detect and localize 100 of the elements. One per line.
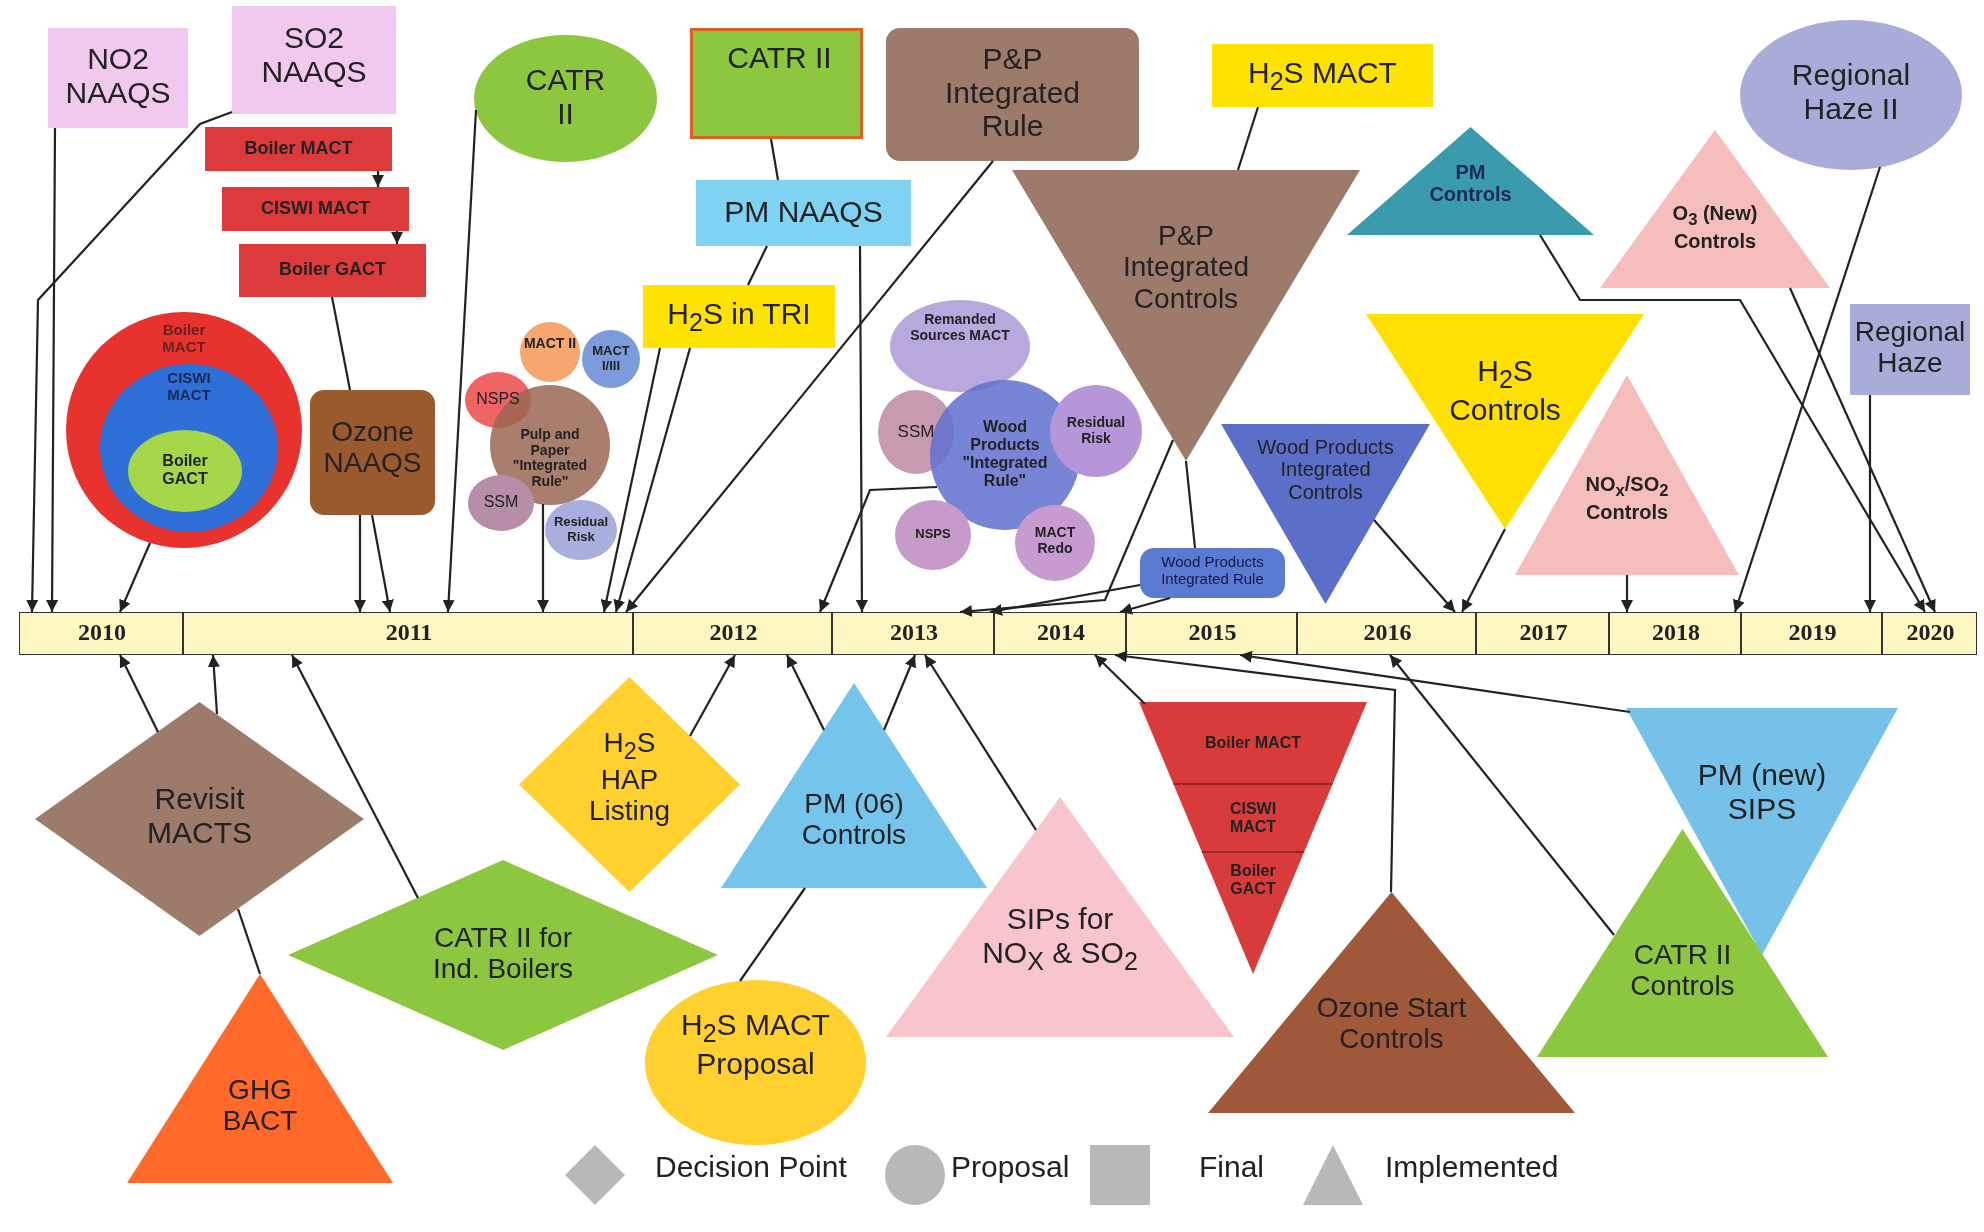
node-label: CATR II (726, 41, 833, 75)
final-box (643, 285, 835, 348)
arrow (391, 231, 403, 244)
year-label: 2011 (384, 619, 434, 646)
arrow (689, 654, 736, 737)
arrow (119, 542, 151, 613)
legend-text: Implemented (1385, 1150, 1559, 1184)
arrow (989, 583, 1141, 616)
node-label: P&P Integrated Rule (943, 42, 1082, 143)
final-box (1850, 304, 1970, 395)
node-label: PM NAAQS (723, 195, 884, 229)
arrow (1239, 650, 1631, 714)
node-label: Residual Risk (552, 515, 610, 545)
timeline-cell (183, 612, 633, 655)
node-label: CATR II for Ind. Boilers (431, 922, 575, 985)
overlapping-circle (895, 500, 971, 570)
node-label: SSM (896, 422, 936, 442)
node-label: MACT I/III (591, 344, 631, 374)
proposal-ellipse (645, 980, 866, 1145)
arrow (786, 654, 825, 731)
node-label: Pulp and Paper "Integrated Rule" (511, 427, 589, 490)
arrow (1461, 528, 1506, 613)
node-label: SSM (482, 493, 520, 511)
overlapping-circle (468, 475, 534, 531)
overlapping-circle (582, 330, 640, 388)
year-label: 2019 (1787, 619, 1838, 646)
legend-text: Proposal (951, 1150, 1070, 1184)
arrow (1621, 575, 1633, 612)
node-label: CISWI MACT (260, 198, 371, 219)
arrow (883, 654, 916, 731)
node-label: Boiler MACT (243, 138, 354, 159)
overlapping-circle (1050, 385, 1142, 477)
arrow (625, 160, 994, 613)
final-box (222, 187, 409, 231)
timeline-cell (1297, 612, 1476, 655)
node-label: Ozone NAAQS (322, 416, 423, 479)
node-label: O$_{3}$ (New) Controls (1671, 202, 1759, 253)
implemented-triangle (1208, 892, 1575, 1113)
arrow (537, 504, 549, 612)
arrow (291, 654, 419, 899)
year-label: 2018 (1651, 619, 1701, 646)
node-label: PM (new) SIPS (1696, 758, 1828, 826)
node-label: MACT Redo (1033, 525, 1077, 557)
timeline-cell (19, 612, 183, 655)
arrow (600, 347, 662, 613)
arrow (1864, 395, 1876, 612)
arrow (924, 654, 1037, 831)
node-label: CISWI MACT (166, 370, 212, 404)
node-label: H$_{2}$S MACT Proposal (680, 1008, 831, 1081)
arrow (819, 485, 938, 613)
arrow (1119, 596, 1171, 615)
node-label: Regional Haze II (1790, 58, 1912, 126)
node-label: Boiler GACT (278, 259, 387, 280)
arrow (1373, 519, 1456, 613)
node-label: Wood Products Integrated Controls (1256, 436, 1395, 504)
node-label: H$_{2}$S HAP Listing (588, 727, 671, 827)
overlapping-circle (890, 300, 1030, 392)
year-label: 2017 (1518, 619, 1569, 646)
node-label: PM (06) Controls (800, 788, 908, 851)
arrow (1733, 166, 1882, 613)
legend-text: Decision Point (655, 1150, 847, 1184)
node-label: CISWI MACT (1228, 800, 1278, 836)
node-label: P&P Integrated Controls (1121, 220, 1251, 315)
node-label: Wood Products Integrated Rule (1160, 554, 1265, 588)
year-label: 2015 (1187, 619, 1238, 646)
timeline-cell (832, 612, 994, 655)
implemented-triangle (1537, 829, 1828, 1057)
overlapping-circle (100, 364, 278, 532)
legend-text: Final (1199, 1150, 1265, 1184)
connector-line (330, 296, 352, 391)
node-label: Revisit MACTS (146, 782, 253, 850)
node-label: Wood Products "Integrated Rule" (961, 418, 1049, 490)
node-label: Boiler MACT (1204, 734, 1302, 752)
node-label: Boiler MACT (161, 322, 207, 356)
overlapping-circle (545, 500, 617, 560)
node-label: GHG BACT (221, 1074, 299, 1137)
final-box (1212, 44, 1433, 107)
decision-diamond (288, 860, 718, 1050)
arrow (442, 109, 478, 613)
connector-line (1184, 460, 1197, 549)
arrow (207, 654, 220, 715)
connector-line (739, 887, 806, 982)
overlapping-circle (66, 312, 302, 548)
final-box (696, 180, 911, 246)
connector-line (747, 245, 768, 286)
arrow (354, 515, 366, 612)
node-label: CATR II Controls (1629, 939, 1736, 1002)
node-label: Ozone Start Controls (1315, 992, 1468, 1055)
arrow (1539, 234, 1926, 613)
connector-line (769, 138, 780, 181)
decision-diamond (35, 702, 364, 936)
arrow (119, 654, 159, 733)
final-box (690, 28, 863, 139)
node-label: H$_{2}$S Controls (1448, 354, 1562, 427)
node-label: NSPS (475, 390, 521, 408)
proposal-ellipse (1740, 20, 1962, 170)
node-label: NSPS (914, 527, 952, 542)
timeline-cell (1609, 612, 1741, 655)
node-label: NO2 NAAQS (64, 42, 172, 110)
arrow (46, 128, 59, 612)
